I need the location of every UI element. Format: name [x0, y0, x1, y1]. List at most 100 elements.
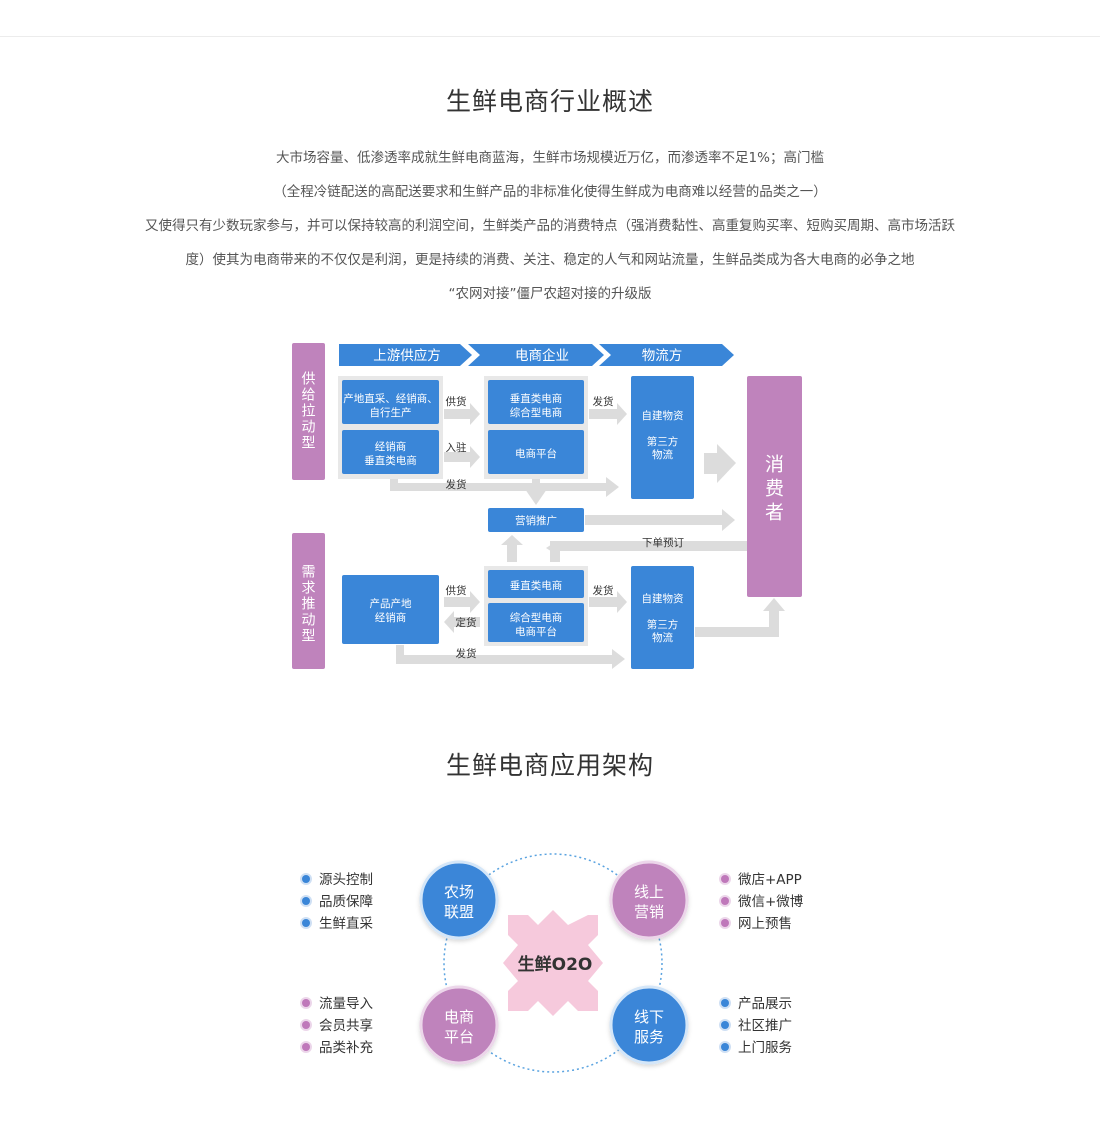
bullet-dot-icon: [721, 897, 729, 905]
svg-text:需求推动型: 需求推动型: [302, 565, 316, 645]
list-item: 品类补充: [302, 1038, 373, 1058]
arrow-demand-to-consumer: [695, 598, 785, 637]
circle-ecommerce-platform-text: 电商平台: [444, 1008, 474, 1046]
list-item: 生鲜直采: [302, 914, 373, 934]
svg-text:发货: 发货: [593, 584, 614, 597]
svg-text:消费者: 消费者: [765, 453, 784, 523]
svg-text:上游供应方: 上游供应方: [373, 347, 441, 364]
bullet-dot-icon: [302, 897, 310, 905]
circle-online-marketing-text: 线上营销: [634, 883, 664, 921]
o2o-dashed-ring: [443, 853, 663, 1073]
arrow-supply-ship: 发货: [589, 395, 627, 425]
svg-text:发货: 发货: [446, 478, 467, 491]
arrow-down-to-marketing: [525, 479, 547, 505]
demand-ecom-vertical-text: 垂直类电商: [510, 579, 563, 592]
supply-pull-label: 供给拉动型: [292, 343, 325, 480]
svg-text:定货: 定货: [456, 616, 477, 629]
svg-text:供货: 供货: [446, 395, 467, 408]
logistics-box-demand-text: 自建物资第三方物流: [642, 592, 684, 644]
bullet-dot-icon: [721, 1021, 729, 1029]
bullet-dot-icon: [721, 919, 729, 927]
logistics-box-supply: [631, 376, 694, 499]
consumer-box: 消费者: [747, 376, 802, 597]
arrow-supply-join: 入驻: [444, 441, 480, 468]
arrow-supply-ship-bottom: 发货: [390, 477, 619, 497]
overview-line-5: “农网对接”僵尸农超对接的升级版: [448, 286, 652, 302]
circle-farm-alliance: [419, 860, 499, 940]
circle-online-marketing: [609, 860, 689, 940]
demand-ecom-platform-text: 综合型电商电商平台: [510, 611, 563, 638]
arrow-supply-goods: 供货: [444, 395, 480, 425]
list-item: 社区推广: [721, 1016, 792, 1036]
svg-text:供给拉动型: 供给拉动型: [302, 372, 316, 452]
arrow-to-consumer: [704, 444, 736, 483]
ecom-box-platform: [488, 430, 584, 474]
bullet-dot-icon: [302, 1021, 310, 1029]
arrow-demand-ship-bottom: 发货: [396, 645, 625, 669]
producer-box: [342, 575, 439, 644]
demand-ecom-vertical: [488, 570, 584, 598]
bullet-dot-icon: [302, 1043, 310, 1051]
list-item: 上门服务: [721, 1038, 792, 1058]
bullet-dot-icon: [302, 919, 310, 927]
upstream-box-direct: [342, 380, 439, 424]
svg-text:电商企业: 电商企业: [515, 347, 569, 364]
header-chevron-upstream: 上游供应方: [339, 344, 472, 366]
overview-line-3: 又使得只有少数玩家参与，并可以保持较高的利润空间，生鲜类产品的消费特点（强消费黏…: [145, 218, 955, 234]
demand-push-label: 需求推动型: [292, 533, 325, 669]
list-item: 品质保障: [302, 892, 373, 912]
overview-line-2: （全程冷链配送的高配送要求和生鲜产品的非标准化使得生鲜成为电商难以经营的品类之一…: [273, 184, 827, 200]
ecom-box-vertical-text: 垂直类电商综合型电商: [510, 392, 563, 419]
logistics-box-supply-text: 自建物资第三方物流: [642, 409, 684, 461]
demand-ecom-platform: [488, 603, 584, 642]
arrow-demand-supply: 供货: [444, 584, 480, 613]
circle-farm-alliance-text: 农场联盟: [444, 883, 474, 921]
o2o-architecture-diagram: 生鲜O2O 农场联盟 线上营销 电商平台 线下服务: [419, 853, 689, 1073]
arrow-demand-ship: 发货: [589, 584, 627, 613]
bullet-dot-icon: [302, 999, 310, 1007]
producer-box-text: 产品产地经销商: [370, 597, 412, 624]
arrow-marketing-to-consumer: [585, 509, 735, 531]
circle-ecommerce-platform: [419, 985, 499, 1065]
svg-text:发货: 发货: [456, 647, 477, 660]
list-item: 流量导入: [302, 994, 373, 1014]
svg-text:入驻: 入驻: [446, 441, 467, 454]
svg-text:物流方: 物流方: [642, 348, 683, 364]
upstream-box-dealer-text: 经销商垂直类电商: [364, 440, 417, 467]
bullet-dot-icon: [721, 999, 729, 1007]
overview-line-1: 大市场容量、低渗透率成就生鲜电商蓝海，生鲜市场规模近万亿，而渗透率不足1%；高门…: [276, 150, 824, 166]
section-title-overview: 生鲜电商行业概述: [445, 87, 654, 116]
upstream-box-dealer: [342, 430, 439, 474]
top-divider: [0, 36, 1100, 37]
arrow-up-to-marketing: [501, 535, 523, 562]
section-title-architecture: 生鲜电商应用架构: [445, 751, 654, 780]
overview-line-4: 度）使其为电商带来的不仅仅是利润，更是持续的消费、关注、稳定的人气和网站流量，生…: [185, 252, 915, 268]
bullet-dot-icon: [721, 875, 729, 883]
bullet-dot-icon: [721, 1043, 729, 1051]
supply-chain-flow-diagram: 上游供应方 电商企业 物流方 供给拉动型 需求推动型 消费者 产地直采、经销商、…: [292, 343, 802, 669]
header-chevron-logistics: 物流方: [599, 344, 734, 366]
marketing-box: [488, 508, 584, 532]
list-item: 产品展示: [721, 994, 792, 1014]
arrow-order: 下单预订: [546, 537, 747, 562]
list-item: 源头控制: [302, 870, 373, 890]
circle-offline-service: [609, 985, 689, 1065]
svg-text:发货: 发货: [593, 395, 614, 408]
svg-text:生鲜O2O: 生鲜O2O: [518, 954, 593, 975]
ecom-box-vertical: [488, 380, 584, 424]
bullet-dot-icon: [302, 875, 310, 883]
header-chevron-ecommerce: 电商企业: [468, 344, 604, 366]
ecom-box-platform-text: 电商平台: [515, 447, 557, 460]
arrow-demand-order: 定货: [444, 611, 480, 633]
logistics-box-demand: [631, 566, 694, 669]
svg-text:下单预订: 下单预订: [642, 537, 684, 549]
svg-text:供货: 供货: [446, 584, 467, 597]
list-item: 网上预售: [721, 914, 792, 934]
circle-offline-service-text: 线下服务: [634, 1008, 664, 1046]
list-item: 会员共享: [302, 1016, 373, 1036]
upstream-box-direct-text: 产地直采、经销商、自行生产: [343, 392, 438, 419]
list-item: 微店+APP: [721, 870, 802, 890]
list-item: 微信+微博: [721, 892, 803, 912]
o2o-center-star: 生鲜O2O: [503, 910, 603, 1016]
marketing-box-text: 营销推广: [515, 514, 557, 527]
